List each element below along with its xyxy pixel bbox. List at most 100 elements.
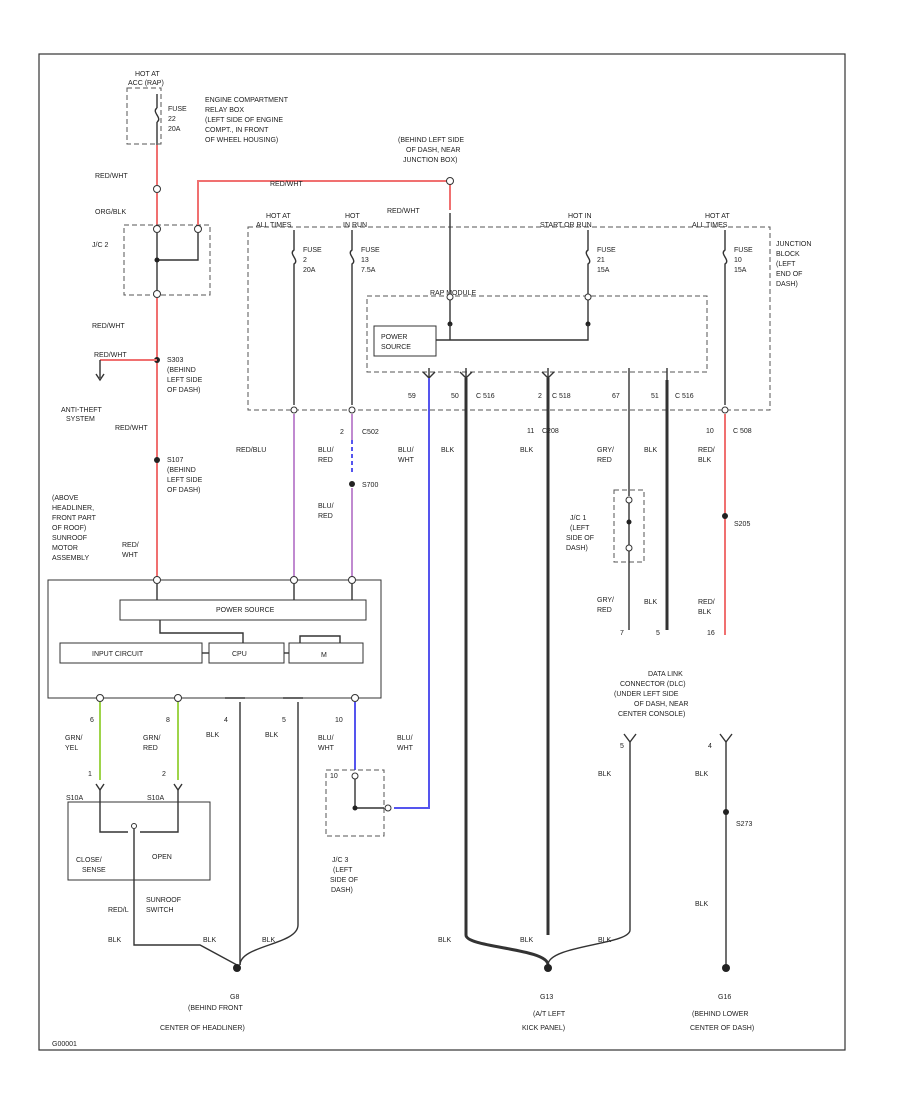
- svg-text:BLK: BLK: [262, 937, 276, 944]
- svg-text:RED/WHT: RED/WHT: [387, 208, 420, 215]
- svg-text:(LEFT: (LEFT: [570, 525, 590, 532]
- svg-text:SIDE OF: SIDE OF: [330, 877, 358, 884]
- svg-text:G16: G16: [718, 994, 731, 1001]
- jc3: J/C 3 (LEFT SIDE OF DASH): [325, 769, 385, 894]
- svg-text:GRY/: GRY/: [597, 597, 614, 604]
- svg-text:22: 22: [168, 116, 176, 123]
- svg-text:G8: G8: [230, 994, 239, 1001]
- svg-text:10: 10: [330, 773, 338, 780]
- svg-text:(LEFT: (LEFT: [333, 867, 353, 874]
- svg-text:21: 21: [597, 257, 605, 264]
- svg-text:(BEHIND: (BEHIND: [167, 467, 196, 474]
- svg-text:S205: S205: [734, 521, 750, 528]
- svg-text:WHT: WHT: [398, 457, 415, 464]
- svg-text:BLU/: BLU/: [318, 447, 334, 454]
- svg-text:RED/WHT: RED/WHT: [95, 173, 128, 180]
- svg-text:OF DASH): OF DASH): [167, 387, 200, 394]
- svg-text:DASH): DASH): [776, 281, 798, 288]
- svg-text:M: M: [321, 652, 327, 659]
- svg-text:GRN/: GRN/: [65, 735, 83, 742]
- svg-text:7.5A: 7.5A: [361, 267, 376, 274]
- svg-text:5: 5: [656, 630, 660, 637]
- svg-text:(A/T LEFT: (A/T LEFT: [533, 1011, 566, 1018]
- svg-text:DATA LINK: DATA LINK: [648, 671, 683, 678]
- svg-text:FUSE: FUSE: [168, 106, 187, 113]
- svg-text:HOT AT: HOT AT: [135, 71, 160, 78]
- svg-text:(BEHIND FRONT: (BEHIND FRONT: [188, 1005, 244, 1012]
- svg-text:ENGINE COMPARTMENT: ENGINE COMPARTMENT: [205, 97, 289, 104]
- svg-text:C502: C502: [362, 429, 379, 436]
- svg-text:OF DASH): OF DASH): [167, 487, 200, 494]
- svg-text:S700: S700: [362, 482, 378, 489]
- sunroof-switch: CLOSE/ SENSE OPEN: [67, 801, 211, 881]
- svg-text:BLK: BLK: [598, 937, 612, 944]
- svg-text:ALL TIMES: ALL TIMES: [256, 222, 292, 229]
- svg-text:CONNECTOR (DLC): CONNECTOR (DLC): [620, 681, 686, 688]
- svg-text:2: 2: [340, 429, 344, 436]
- svg-text:DASH): DASH): [331, 887, 353, 894]
- svg-text:8: 8: [166, 717, 170, 724]
- svg-text:BLK: BLK: [520, 447, 534, 454]
- svg-text:LEFT SIDE: LEFT SIDE: [167, 477, 203, 484]
- svg-text:BLK: BLK: [520, 937, 534, 944]
- svg-text:WHT: WHT: [318, 745, 335, 752]
- svg-text:SWITCH: SWITCH: [146, 907, 174, 914]
- svg-text:RELAY BOX: RELAY BOX: [205, 107, 244, 114]
- svg-text:13: 13: [361, 257, 369, 264]
- svg-text:YEL: YEL: [65, 745, 78, 752]
- svg-text:J/C 1: J/C 1: [570, 515, 586, 522]
- svg-text:BLK: BLK: [203, 937, 217, 944]
- svg-text:RED/: RED/: [698, 599, 715, 606]
- svg-text:7: 7: [620, 630, 624, 637]
- svg-text:C 516: C 516: [675, 393, 694, 400]
- svg-text:BLK: BLK: [441, 447, 455, 454]
- svg-text:CLOSE/: CLOSE/: [76, 857, 102, 864]
- svg-text:FUSE: FUSE: [597, 247, 616, 254]
- svg-text:BLK: BLK: [644, 599, 658, 606]
- svg-text:C 516: C 516: [476, 393, 495, 400]
- svg-text:GRN/: GRN/: [143, 735, 161, 742]
- svg-text:BLK: BLK: [644, 447, 658, 454]
- svg-text:GRY/: GRY/: [597, 447, 614, 454]
- svg-text:RED: RED: [143, 745, 158, 752]
- rap-module: RAP MODULE POWER SOURCE: [366, 290, 708, 373]
- svg-text:DASH): DASH): [566, 545, 588, 552]
- svg-text:10: 10: [335, 717, 343, 724]
- svg-text:67: 67: [612, 393, 620, 400]
- svg-text:RED: RED: [597, 607, 612, 614]
- svg-text:MOTOR: MOTOR: [52, 545, 78, 552]
- svg-text:(BEHIND: (BEHIND: [167, 367, 196, 374]
- svg-text:FUSE: FUSE: [303, 247, 322, 254]
- svg-text:BLK: BLK: [695, 771, 709, 778]
- svg-text:C 508: C 508: [733, 428, 752, 435]
- svg-text:ALL TIMES: ALL TIMES: [692, 222, 728, 229]
- svg-text:(LEFT SIDE OF ENGINE: (LEFT SIDE OF ENGINE: [205, 117, 283, 124]
- svg-text:POWER: POWER: [381, 334, 407, 341]
- svg-text:S303: S303: [167, 357, 183, 364]
- svg-text:RED/BLU: RED/BLU: [236, 447, 266, 454]
- svg-text:50: 50: [451, 393, 459, 400]
- svg-text:FRONT PART: FRONT PART: [52, 515, 97, 522]
- svg-text:FUSE: FUSE: [734, 247, 753, 254]
- svg-text:SUNROOF: SUNROOF: [146, 897, 181, 904]
- ground-g8: G8 (BEHIND FRONT CENTER OF HEADLINER): [160, 964, 245, 1032]
- svg-text:BLK: BLK: [206, 732, 220, 739]
- svg-text:BLK: BLK: [695, 901, 709, 908]
- svg-text:OF DASH, NEAR: OF DASH, NEAR: [406, 147, 460, 154]
- svg-text:END OF: END OF: [776, 271, 802, 278]
- svg-text:HOT: HOT: [345, 213, 361, 220]
- svg-text:CPU: CPU: [232, 651, 247, 658]
- svg-text:2: 2: [303, 257, 307, 264]
- svg-text:(ABOVE: (ABOVE: [52, 495, 79, 502]
- svg-text:BLU/: BLU/: [318, 735, 334, 742]
- svg-text:CENTER OF HEADLINER): CENTER OF HEADLINER): [160, 1025, 245, 1032]
- diagram-code: G00001: [52, 1041, 77, 1048]
- svg-text:LEFT SIDE: LEFT SIDE: [167, 377, 203, 384]
- svg-text:OPEN: OPEN: [152, 854, 172, 861]
- svg-text:BLU/: BLU/: [397, 735, 413, 742]
- svg-text:4: 4: [708, 743, 712, 750]
- svg-text:FUSE: FUSE: [361, 247, 380, 254]
- svg-text:SYSTEM: SYSTEM: [66, 416, 95, 423]
- svg-text:WHT: WHT: [122, 552, 139, 559]
